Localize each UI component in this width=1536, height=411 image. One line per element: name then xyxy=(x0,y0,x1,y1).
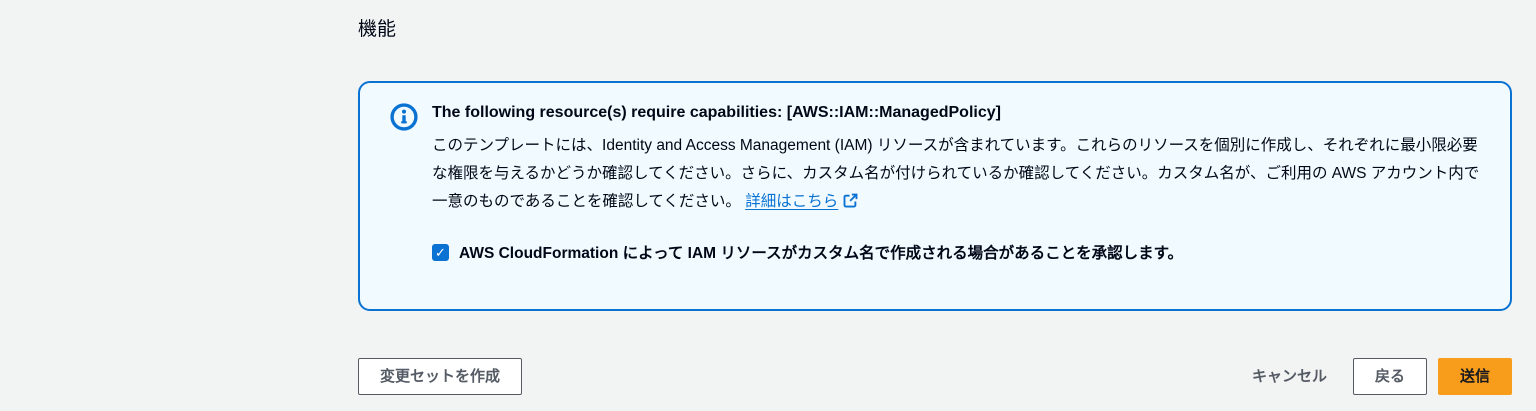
alert-description-text: このテンプレートには、Identity and Access Managemen… xyxy=(432,137,1480,210)
page-title: 機能 xyxy=(358,19,397,40)
capabilities-info-alert: The following resource(s) require capabi… xyxy=(358,81,1512,311)
submit-button[interactable]: 送信 xyxy=(1437,358,1512,395)
info-circle-icon xyxy=(390,103,418,131)
learn-more-link[interactable]: 詳細はこちら xyxy=(745,193,858,210)
iam-acknowledge-label[interactable]: AWS CloudFormation によって IAM リソースがカスタム名で作… xyxy=(459,245,1184,262)
capabilities-section: 機能 The following resource(s) require cap… xyxy=(358,0,1512,395)
form-actions: 変更セットを作成 キャンセル 戻る 送信 xyxy=(358,358,1512,395)
alert-title: The following resource(s) require capabi… xyxy=(432,104,1001,121)
external-link-icon xyxy=(843,193,858,212)
back-button[interactable]: 戻る xyxy=(1352,358,1427,395)
cancel-button[interactable]: キャンセル xyxy=(1248,359,1331,394)
create-change-set-button[interactable]: 変更セットを作成 xyxy=(358,358,523,395)
iam-acknowledge-row: ✓ AWS CloudFormation によって IAM リソースがカスタム名… xyxy=(432,241,1486,266)
alert-description: このテンプレートには、Identity and Access Managemen… xyxy=(432,132,1486,218)
learn-more-link-label: 詳細はこちら xyxy=(745,193,839,210)
alert-content: The following resource(s) require capabi… xyxy=(432,101,1486,266)
iam-acknowledge-checkbox[interactable]: ✓ xyxy=(432,244,449,261)
